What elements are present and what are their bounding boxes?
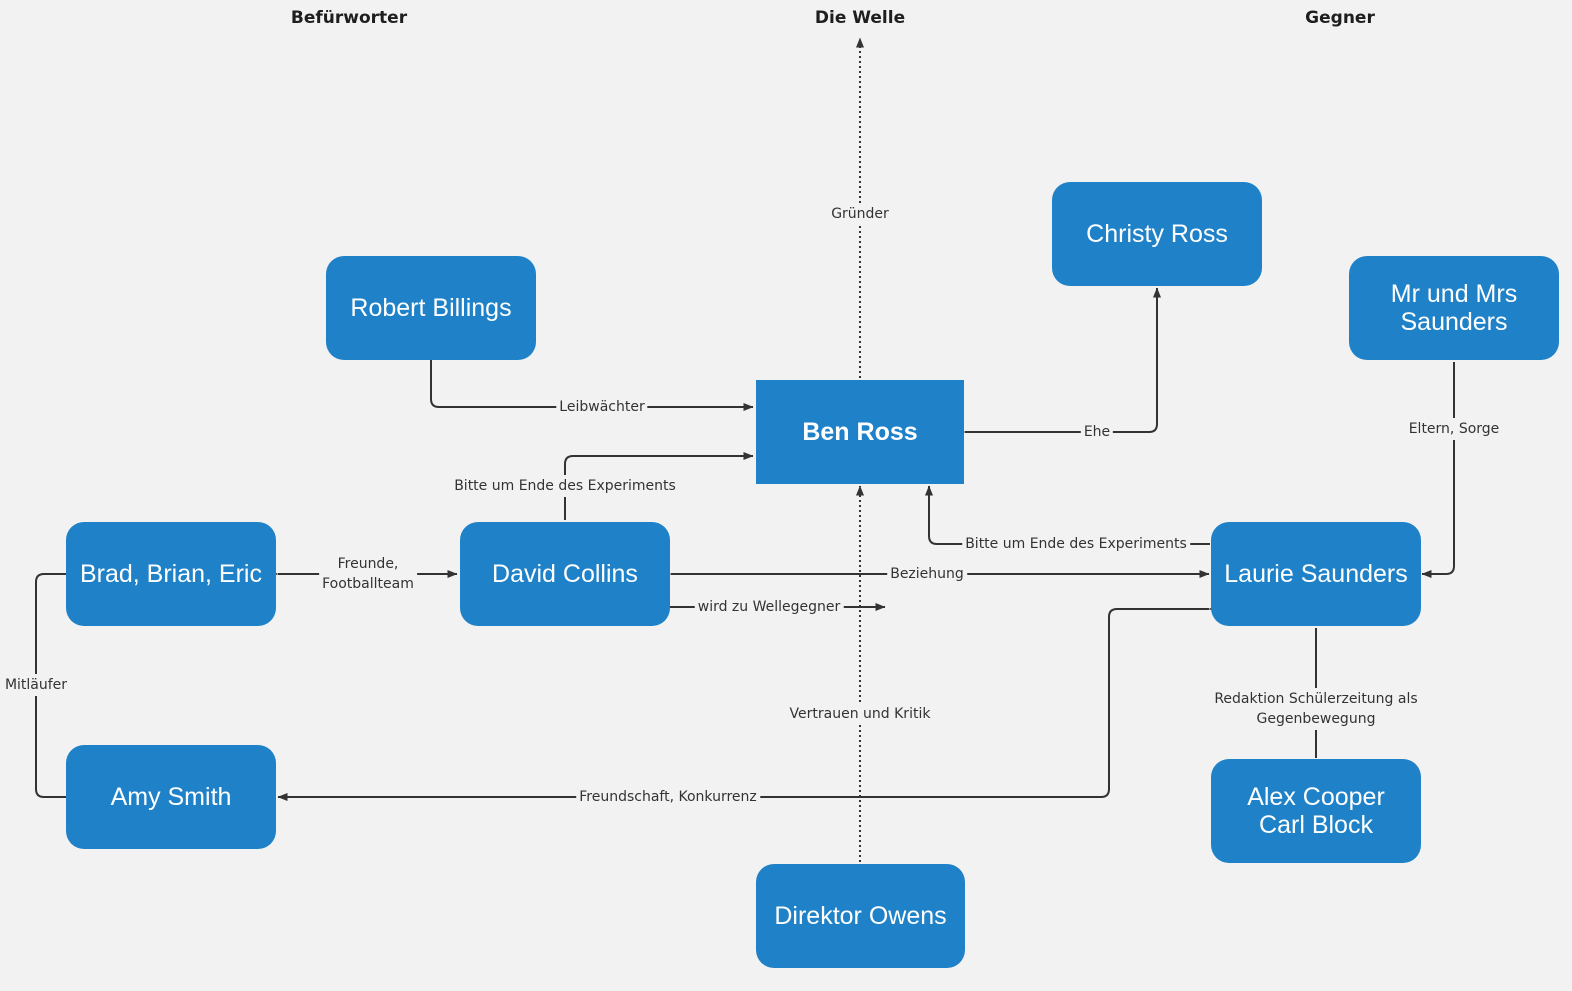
node-christy-ross[interactable]: Christy Ross bbox=[1052, 182, 1262, 286]
edge-leibwaechter bbox=[430, 360, 754, 411]
edge-label-laurie-bitte: Bitte um Ende des Experiments bbox=[962, 533, 1190, 555]
column-header-gegner: Gegner bbox=[1305, 8, 1375, 28]
edge-label-redaktion: Redaktion Schülerzeitung als Gegenbewegu… bbox=[1188, 688, 1444, 730]
edge-label-david-bitte: Bitte um Ende des Experiments bbox=[451, 475, 679, 497]
node-david-collins[interactable]: David Collins bbox=[460, 522, 670, 626]
edge-ehe bbox=[955, 287, 1161, 436]
edge-label-freunde: Freunde, Footballteam bbox=[319, 553, 417, 595]
node-brad-brian-eric[interactable]: Brad, Brian, Eric bbox=[66, 522, 276, 626]
column-header-die-welle: Die Welle bbox=[814, 8, 906, 28]
edge-eltern bbox=[1421, 362, 1455, 578]
column-header-befuerworter: Befürworter bbox=[290, 8, 408, 28]
node-mr-mrs-saunders[interactable]: Mr und Mrs Saunders bbox=[1349, 256, 1559, 360]
node-amy-smith[interactable]: Amy Smith bbox=[66, 745, 276, 849]
node-laurie-saunders[interactable]: Laurie Saunders bbox=[1211, 522, 1421, 626]
edge-label-ehe: Ehe bbox=[1080, 421, 1114, 443]
edge-laurie-bitte bbox=[925, 485, 1210, 545]
edge-label-beziehung: Beziehung bbox=[887, 563, 967, 585]
edge-label-mitlaeufer: Mitläufer bbox=[1, 674, 71, 696]
edge-label-vertrauen: Vertrauen und Kritik bbox=[786, 703, 934, 725]
edge-label-freundschaft: Freundschaft, Konkurrenz bbox=[576, 786, 760, 808]
node-alex-cooper-carl-block[interactable]: Alex Cooper Carl Block bbox=[1211, 759, 1421, 863]
edge-freundschaft bbox=[277, 605, 1219, 801]
edge-label-wellegegner: wird zu Wellegegner bbox=[694, 596, 844, 618]
node-direktor-owens[interactable]: Direktor Owens bbox=[756, 864, 965, 968]
edge-label-leibwaechter: Leibwächter bbox=[556, 396, 648, 418]
edge-label-gruender: Gründer bbox=[828, 203, 892, 225]
edge-label-eltern-sorge: Eltern, Sorge bbox=[1405, 418, 1503, 440]
node-robert-billings[interactable]: Robert Billings bbox=[326, 256, 536, 360]
edge-david-bitte bbox=[564, 452, 754, 520]
node-ben-ross[interactable]: Ben Ross bbox=[756, 380, 964, 484]
